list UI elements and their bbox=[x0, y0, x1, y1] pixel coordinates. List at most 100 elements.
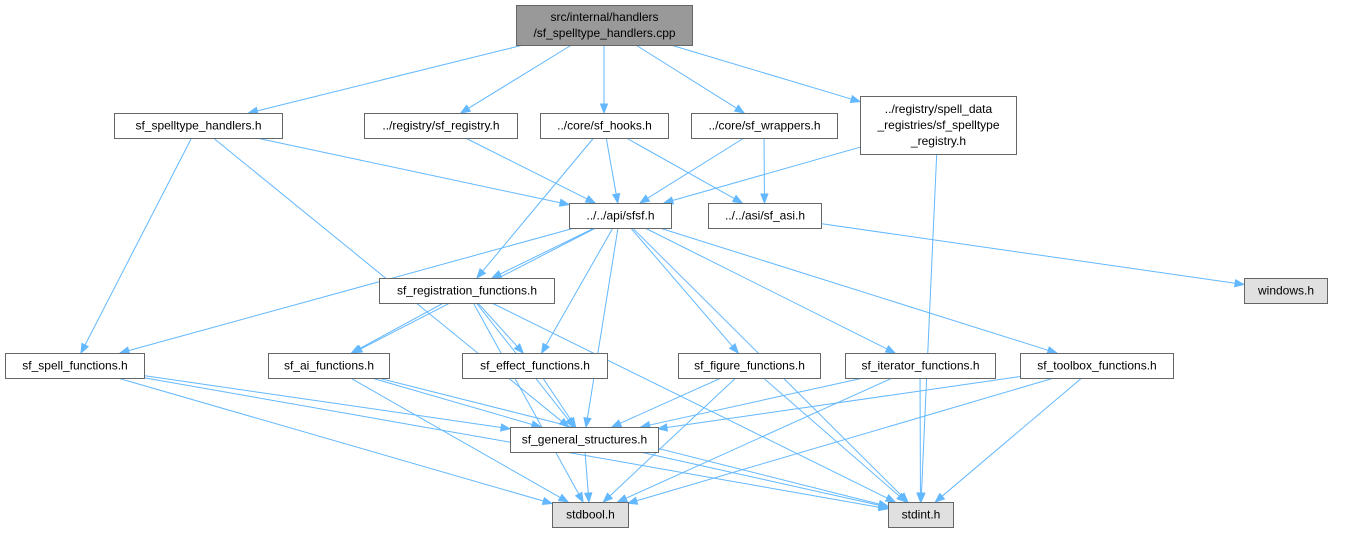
edge-root-to-core_sf_hooks_h bbox=[599, 45, 609, 115]
edge-line bbox=[586, 227, 619, 419]
edge-line bbox=[542, 377, 572, 420]
edge-arrowhead bbox=[574, 491, 584, 504]
edge-sf_spell_functions_h-to-stdbool_h bbox=[117, 377, 554, 505]
node-sf-spelltype-handlers-h[interactable]: sf_spelltype_handlers.h bbox=[114, 113, 283, 139]
edge-line bbox=[499, 227, 595, 275]
node-stdint-h: stdint.h bbox=[888, 502, 954, 528]
node-asi-sf-asi-h[interactable]: ../../asi/sf_asi.h bbox=[708, 203, 822, 229]
node-box bbox=[540, 113, 669, 139]
edge-line bbox=[468, 44, 572, 109]
edge-arrowhead bbox=[584, 492, 593, 504]
edge-line bbox=[359, 302, 444, 350]
edge-line bbox=[84, 137, 193, 346]
edge-arrowhead bbox=[877, 501, 890, 510]
node-box bbox=[516, 5, 693, 46]
edge-line bbox=[477, 302, 518, 347]
edge-arrowhead bbox=[583, 416, 592, 429]
node-label: ../core/sf_wrappers.h bbox=[708, 119, 820, 133]
node-box bbox=[379, 278, 555, 304]
edge-arrowhead bbox=[611, 192, 621, 205]
node-root[interactable]: src/internal/handlers/sf_spelltype_handl… bbox=[516, 5, 693, 46]
node-sf-figure-functions-h[interactable]: sf_figure_functions.h bbox=[678, 353, 821, 379]
edge-line bbox=[472, 302, 580, 495]
node-sf-iterator-functions-h[interactable]: sf_iterator_functions.h bbox=[845, 353, 996, 379]
edge-arrowhead bbox=[916, 492, 925, 504]
node-box bbox=[708, 203, 822, 229]
edge-root-to-sf_spelltype_handlers_h bbox=[247, 44, 524, 115]
node-label: sf_toolbox_functions.h bbox=[1037, 359, 1156, 373]
edge-line bbox=[659, 227, 1049, 351]
edge-arrowhead bbox=[602, 492, 614, 503]
node-sf-spell-functions-h[interactable]: sf_spell_functions.h bbox=[5, 353, 145, 379]
node-label: _registry.h bbox=[910, 134, 966, 148]
edge-api_sfsf_h-to-sf_effect_functions_h bbox=[540, 227, 614, 355]
edge-line bbox=[666, 376, 1021, 429]
edge-arrowhead bbox=[662, 196, 675, 205]
node-registry-sf-registry-h[interactable]: ../registry/sf_registry.h bbox=[364, 113, 518, 139]
edge-arrowhead bbox=[849, 94, 862, 103]
node-sf-registration-functions-h[interactable]: sf_registration_functions.h bbox=[379, 278, 555, 304]
node-stdbool-h: stdbool.h bbox=[552, 502, 629, 528]
node-api-sfsf-h[interactable]: ../../api/sfsf.h bbox=[569, 203, 672, 229]
node-windows-h: windows.h bbox=[1244, 278, 1328, 304]
edge-arrowhead bbox=[459, 104, 472, 114]
node-sf-general-structures-h[interactable]: sf_general_structures.h bbox=[510, 427, 659, 453]
edge-line bbox=[820, 223, 1236, 284]
edge-arrowhead bbox=[499, 423, 512, 432]
edge-line bbox=[649, 377, 864, 426]
node-label: src/internal/handlers bbox=[550, 10, 658, 24]
edge-sf_ai_functions_h-to-sf_general_structures_h bbox=[371, 377, 543, 429]
edge-line bbox=[619, 377, 722, 424]
node-sf-effect-functions-h[interactable]: sf_effect_functions.h bbox=[462, 353, 608, 379]
edge-arrowhead bbox=[566, 416, 577, 429]
edge-sf_effect_functions_h-to-sf_general_structures_h bbox=[542, 377, 577, 429]
edge-sf_figure_functions_h-to-stdbool_h bbox=[602, 377, 737, 503]
node-box bbox=[845, 353, 996, 379]
node-label: stdint.h bbox=[902, 508, 941, 522]
edge-line bbox=[625, 377, 893, 499]
edge-line bbox=[482, 137, 594, 272]
edge-sf_registration_functions_h-to-stdint_h bbox=[491, 302, 897, 503]
edge-line bbox=[636, 377, 1055, 502]
edge-core_sf_wrappers_h-to-asi_sf_asi_h bbox=[760, 137, 769, 205]
edge-arrowhead bbox=[760, 193, 769, 205]
edge-sf_registration_functions_h-to-stdbool_h bbox=[472, 302, 584, 504]
edge-line bbox=[605, 137, 617, 195]
edge-sf_figure_functions_h-to-sf_general_structures_h bbox=[610, 377, 722, 428]
edge-sf_spell_functions_h-to-sf_general_structures_h bbox=[143, 375, 512, 432]
edge-line bbox=[371, 377, 533, 425]
node-label: sf_figure_functions.h bbox=[694, 359, 805, 373]
node-core-sf-hooks-h[interactable]: ../core/sf_hooks.h bbox=[540, 113, 669, 139]
edge-asi_sf_asi_h-to-windows_h bbox=[820, 223, 1246, 288]
node-label: ../registry/sf_registry.h bbox=[382, 119, 499, 133]
edge-line bbox=[670, 44, 852, 100]
edge-sf_toolbox_functions_h-to-stdint_h bbox=[934, 377, 1083, 503]
node-box bbox=[510, 427, 659, 453]
edge-sf_toolbox_functions_h-to-stdbool_h bbox=[626, 377, 1055, 505]
node-sf-ai-functions-h[interactable]: sf_ai_functions.h bbox=[268, 353, 390, 379]
edge-arrowhead bbox=[558, 198, 571, 207]
node-box bbox=[462, 353, 608, 379]
edge-sf_iterator_functions_h-to-sf_general_structures_h bbox=[639, 377, 864, 430]
edge-line bbox=[465, 137, 588, 200]
node-spelltype-registry-h[interactable]: ../registry/spell_data_registries/sf_spe… bbox=[860, 96, 1017, 155]
node-label: sf_spell_functions.h bbox=[22, 359, 127, 373]
node-core-sf-wrappers-h[interactable]: ../core/sf_wrappers.h bbox=[691, 113, 838, 139]
edge-api_sfsf_h-to-sf_general_structures_h bbox=[583, 227, 619, 429]
edge-line bbox=[639, 451, 880, 506]
node-sf-toolbox-functions-h[interactable]: sf_toolbox_functions.h bbox=[1020, 353, 1174, 379]
edge-arrowhead bbox=[1046, 346, 1059, 355]
node-box bbox=[1244, 278, 1328, 304]
node-box bbox=[569, 203, 672, 229]
edge-line bbox=[644, 227, 888, 350]
edge-api_sfsf_h-to-sf_iterator_functions_h bbox=[644, 227, 897, 354]
edge-line bbox=[128, 227, 575, 352]
edge-arrowhead bbox=[476, 267, 487, 280]
node-label: windows.h bbox=[1257, 284, 1314, 298]
edge-arrowhead bbox=[638, 194, 651, 204]
edge-arrowhead bbox=[118, 346, 131, 355]
edge-core_sf_hooks_h-to-sf_registration_functions_h bbox=[476, 137, 594, 280]
node-label: ../core/sf_hooks.h bbox=[557, 119, 652, 133]
edge-line bbox=[941, 377, 1083, 497]
edge-line bbox=[920, 153, 938, 494]
